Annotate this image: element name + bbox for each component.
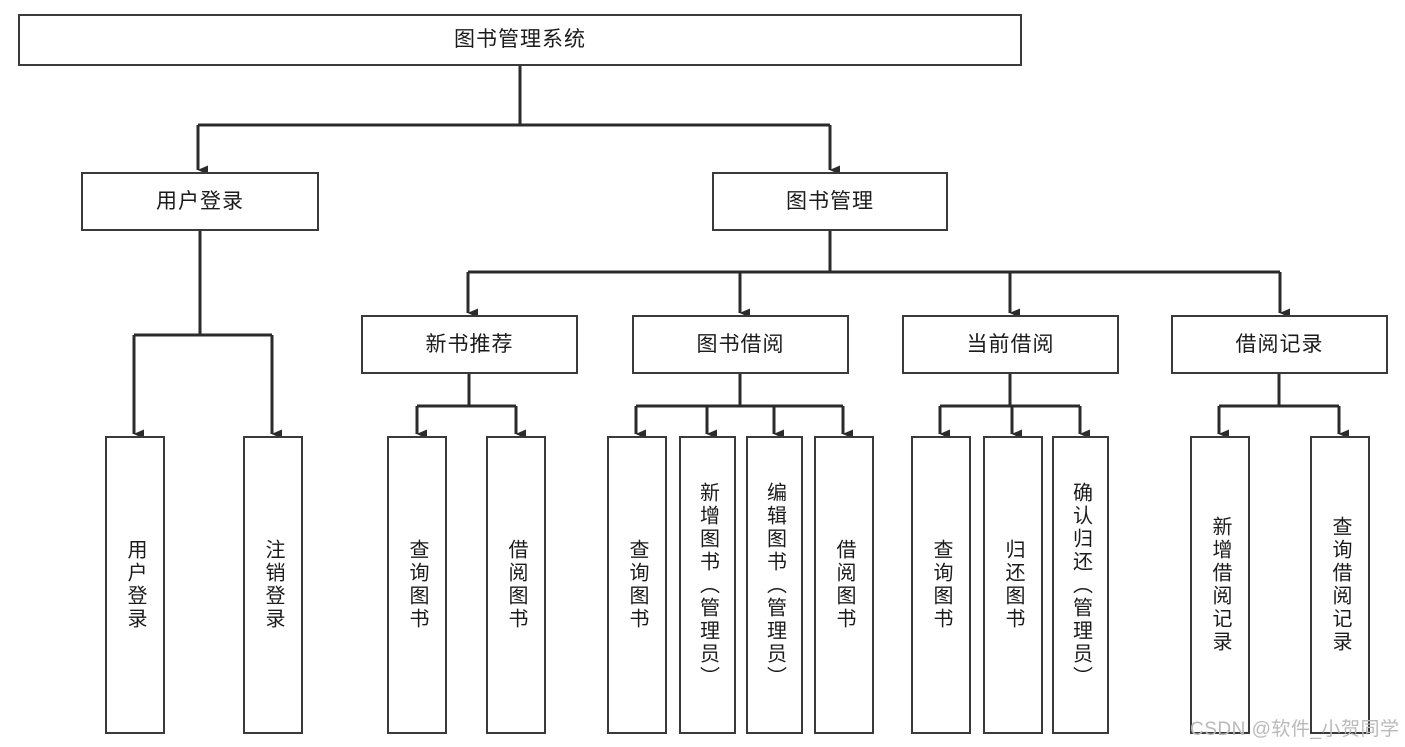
node-label: 新书推荐 xyxy=(425,332,514,356)
level3-node[interactable]: 图书借阅 xyxy=(632,315,849,374)
leaves-node[interactable]: 编辑图书（管理员） xyxy=(746,436,803,734)
leaves-node[interactable]: 注销登录 xyxy=(243,436,303,734)
leaves-node[interactable]: 新增图书（管理员） xyxy=(679,436,736,734)
node-label: 新增借阅记录 xyxy=(1209,516,1231,654)
level3-node[interactable]: 新书推荐 xyxy=(361,315,578,374)
node-label: 归还图书 xyxy=(1002,539,1024,631)
level2-node[interactable]: 用户登录 xyxy=(81,172,319,231)
leaves-node[interactable]: 归还图书 xyxy=(983,436,1043,734)
node-label: 当前借阅 xyxy=(966,332,1055,356)
node-label: 借阅记录 xyxy=(1235,332,1324,356)
leaves-node[interactable]: 新增借阅记录 xyxy=(1190,436,1250,734)
node-label: 编辑图书（管理员） xyxy=(763,481,786,689)
leaves-node[interactable]: 查询图书 xyxy=(387,436,447,734)
title_node-node[interactable]: 图书管理系统 xyxy=(18,14,1022,66)
node-label: 借阅图书 xyxy=(833,539,855,631)
node-label: 图书管理 xyxy=(786,189,874,213)
node-label: 注销登录 xyxy=(262,539,284,631)
node-label: 查询图书 xyxy=(406,539,428,631)
leaves-node[interactable]: 借阅图书 xyxy=(486,436,546,734)
node-label: 用户登录 xyxy=(156,189,244,213)
node-label: 图书借阅 xyxy=(696,332,785,356)
leaves-node[interactable]: 查询图书 xyxy=(911,436,971,734)
level3-node[interactable]: 借阅记录 xyxy=(1171,315,1388,374)
node-label: 用户登录 xyxy=(124,539,146,631)
leaves-node[interactable]: 用户登录 xyxy=(105,436,165,734)
watermark-label: CSDN @软件_小贺同学 xyxy=(1190,719,1400,740)
leaves-node[interactable]: 借阅图书 xyxy=(814,436,874,734)
node-label: 查询图书 xyxy=(930,539,952,631)
node-label: 借阅图书 xyxy=(505,539,527,631)
node-label: 查询图书 xyxy=(626,539,648,631)
leaves-node[interactable]: 查询图书 xyxy=(607,436,667,734)
leaves-node[interactable]: 查询借阅记录 xyxy=(1310,436,1370,734)
node-label: 图书管理系统 xyxy=(454,28,586,52)
level2-node[interactable]: 图书管理 xyxy=(712,172,948,231)
level3-node[interactable]: 当前借阅 xyxy=(902,315,1119,374)
leaves-node[interactable]: 确认归还（管理员） xyxy=(1052,436,1109,734)
node-label: 新增图书（管理员） xyxy=(696,481,719,689)
node-label: 查询借阅记录 xyxy=(1329,516,1351,654)
node-label: 确认归还（管理员） xyxy=(1069,481,1092,689)
